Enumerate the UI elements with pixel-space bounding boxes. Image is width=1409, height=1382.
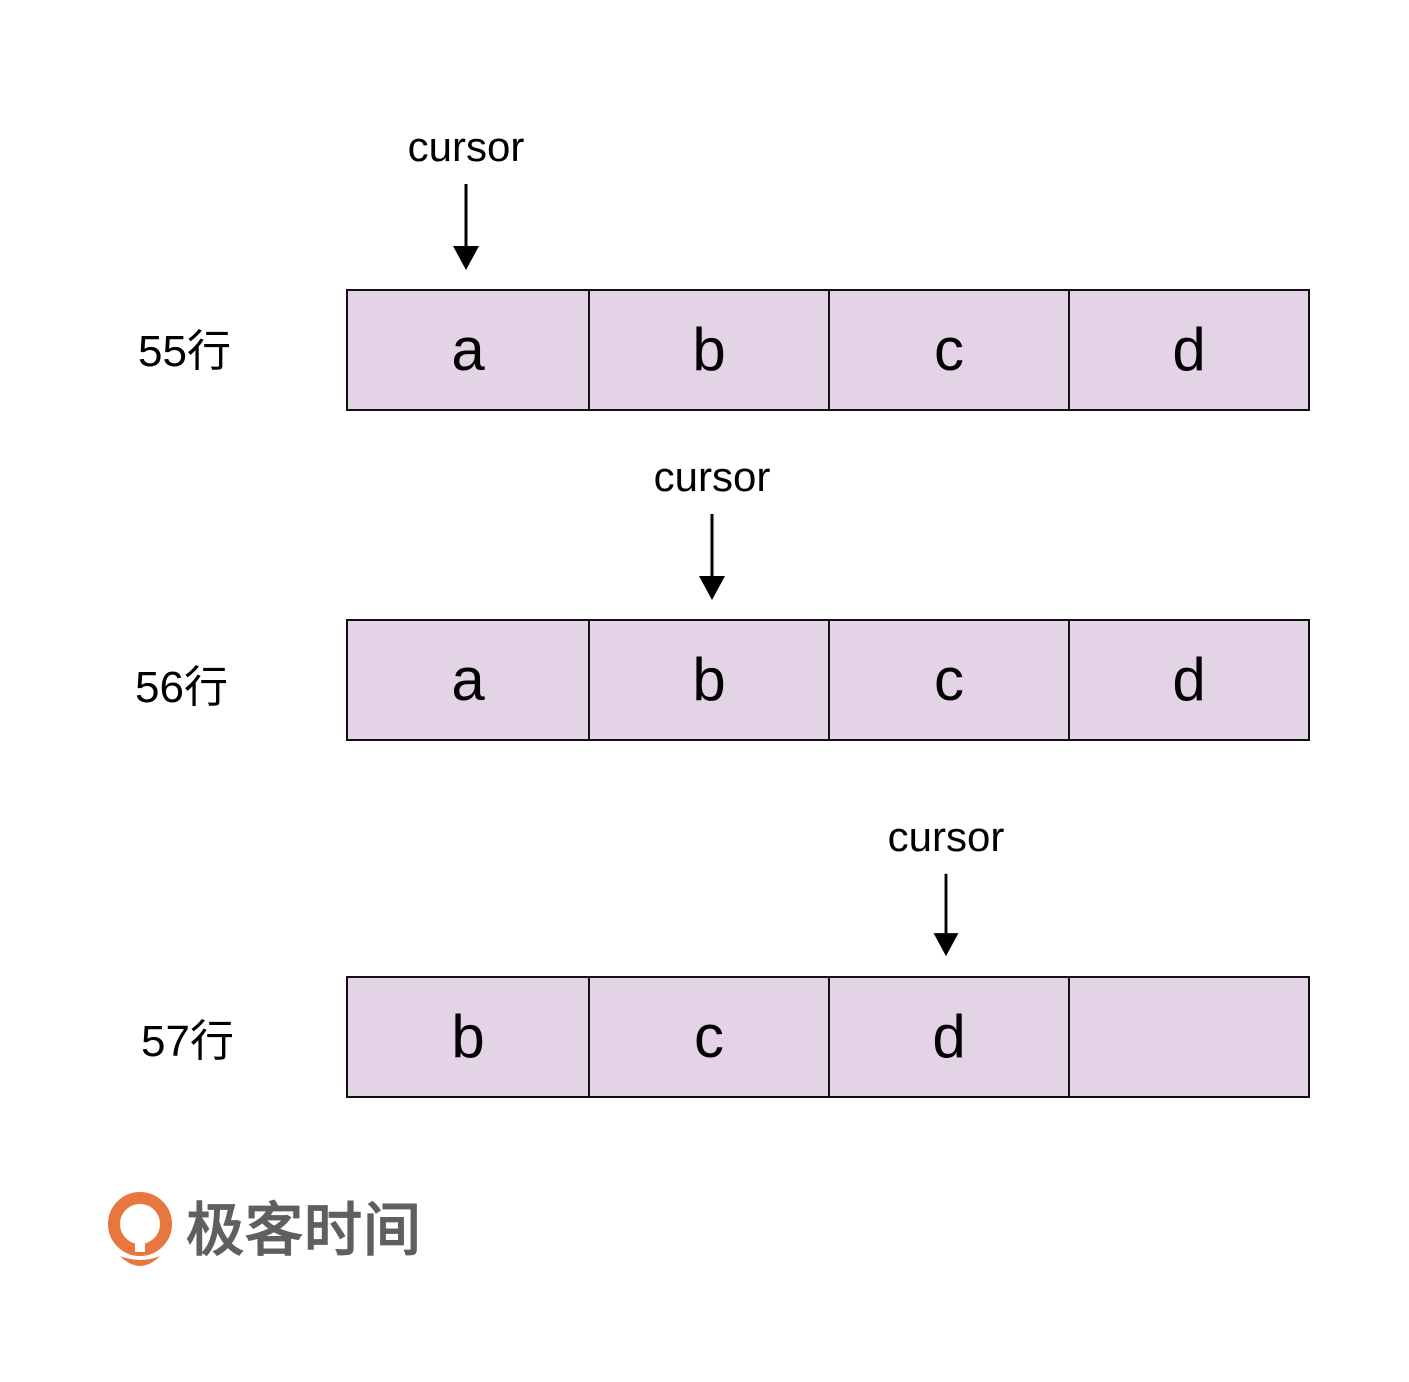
cell-strip: a b c d xyxy=(346,619,1310,741)
logo-text: 极客时间 xyxy=(186,1198,423,1263)
cell: c xyxy=(828,621,1068,739)
cell-strip: a b c d xyxy=(346,289,1310,411)
cell-strip: b c d xyxy=(346,976,1310,1098)
cursor-marker-55: cursor xyxy=(376,122,556,272)
cell: b xyxy=(588,621,828,739)
cursor-marker-56: cursor xyxy=(622,452,802,602)
logo: 极客时间 xyxy=(106,1190,436,1276)
geektime-logo-icon xyxy=(108,1192,172,1266)
row-55: cursor 55行 a b c d xyxy=(0,0,1409,411)
down-arrow-icon xyxy=(453,184,479,270)
row-56: cursor 56行 a b c d xyxy=(0,0,1409,741)
cursor-label: cursor xyxy=(653,453,771,500)
row-label: 56行 xyxy=(135,663,228,712)
cursor-marker-57: cursor xyxy=(856,812,1036,962)
cell: d xyxy=(828,978,1068,1096)
cell: d xyxy=(1068,291,1308,409)
cursor-label: cursor xyxy=(887,813,1005,860)
row-label: 55行 xyxy=(138,327,231,376)
cell: c xyxy=(828,291,1068,409)
row-label: 57行 xyxy=(141,1017,234,1066)
down-arrow-icon xyxy=(933,873,959,957)
cell: b xyxy=(588,291,828,409)
cell: b xyxy=(348,978,588,1096)
cell: d xyxy=(1068,621,1308,739)
cell xyxy=(1068,978,1308,1096)
cursor-label: cursor xyxy=(407,123,525,170)
cell: a xyxy=(348,621,588,739)
cell: a xyxy=(348,291,588,409)
down-arrow-icon xyxy=(699,514,725,600)
cell: c xyxy=(588,978,828,1096)
row-57: cursor 57行 b c d xyxy=(0,0,1409,1098)
